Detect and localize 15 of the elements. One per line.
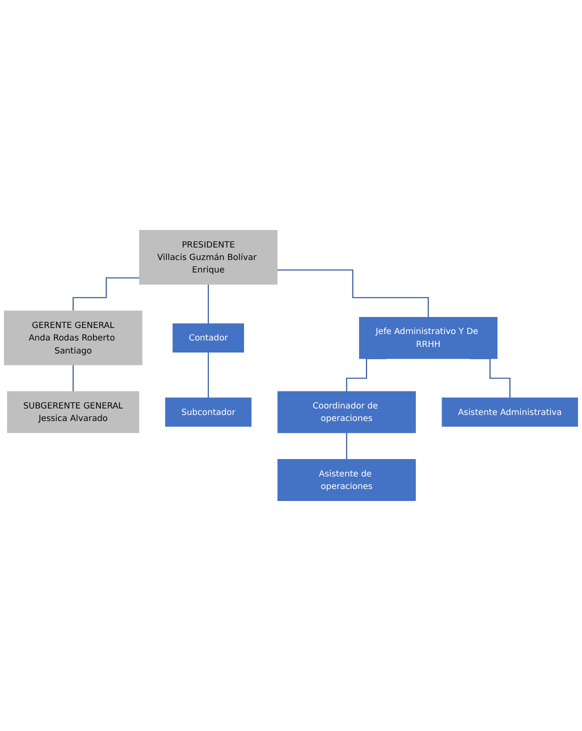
connector: [72, 277, 140, 312]
connector: [208, 352, 209, 398]
node-box: Asistente Administrativa: [442, 398, 578, 427]
connector: [277, 269, 429, 318]
node-box: PRESIDENTE Villacis Guzmán Bolívar Enrique: [139, 230, 278, 285]
node-box: Asistente de operaciones: [277, 459, 416, 501]
node-box: Jefe Administrativo Y De RRHH: [359, 317, 498, 359]
connector: [208, 284, 209, 324]
node-box: SUBGERENTE GENERAL Jessica Alvarado: [7, 391, 140, 434]
connector: [346, 432, 348, 460]
node-box: GERENTE GENERAL Anda Rodas Roberto Santiago: [4, 310, 142, 366]
node-box: Subcontador: [165, 398, 252, 427]
node-box: Contador: [172, 323, 244, 352]
connector: [72, 364, 74, 392]
node-box: Coordinador de operaciones: [277, 391, 416, 434]
